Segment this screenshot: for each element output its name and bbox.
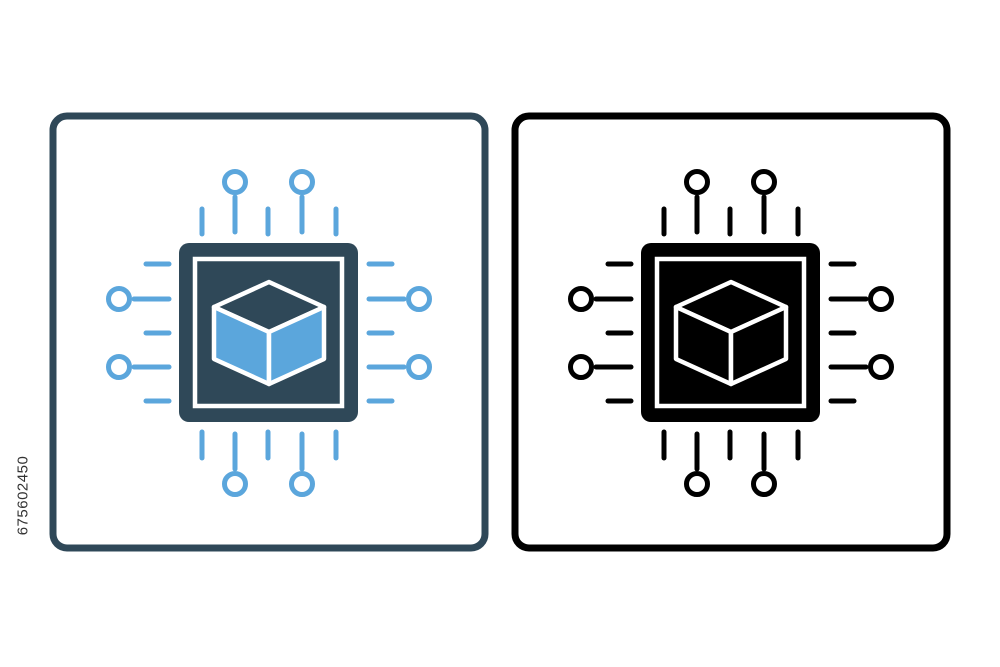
cube xyxy=(211,279,327,387)
right-pins xyxy=(828,261,894,404)
processor-cube-icon-colored xyxy=(49,112,489,552)
chip-inner-frame xyxy=(192,256,345,409)
left-pins xyxy=(568,261,634,404)
top-pins xyxy=(661,169,801,237)
stock-image-id-text: 675602450 xyxy=(14,455,32,535)
bottom-pins xyxy=(199,429,339,497)
chip-inner-frame xyxy=(654,256,807,409)
cube xyxy=(673,279,789,387)
bottom-pins xyxy=(661,429,801,497)
processor-cube-icon-glyph xyxy=(511,112,951,552)
left-pins xyxy=(106,261,172,404)
top-pins xyxy=(199,169,339,237)
right-pins xyxy=(366,261,432,404)
stock-image-id: 675602450 xyxy=(13,430,33,560)
